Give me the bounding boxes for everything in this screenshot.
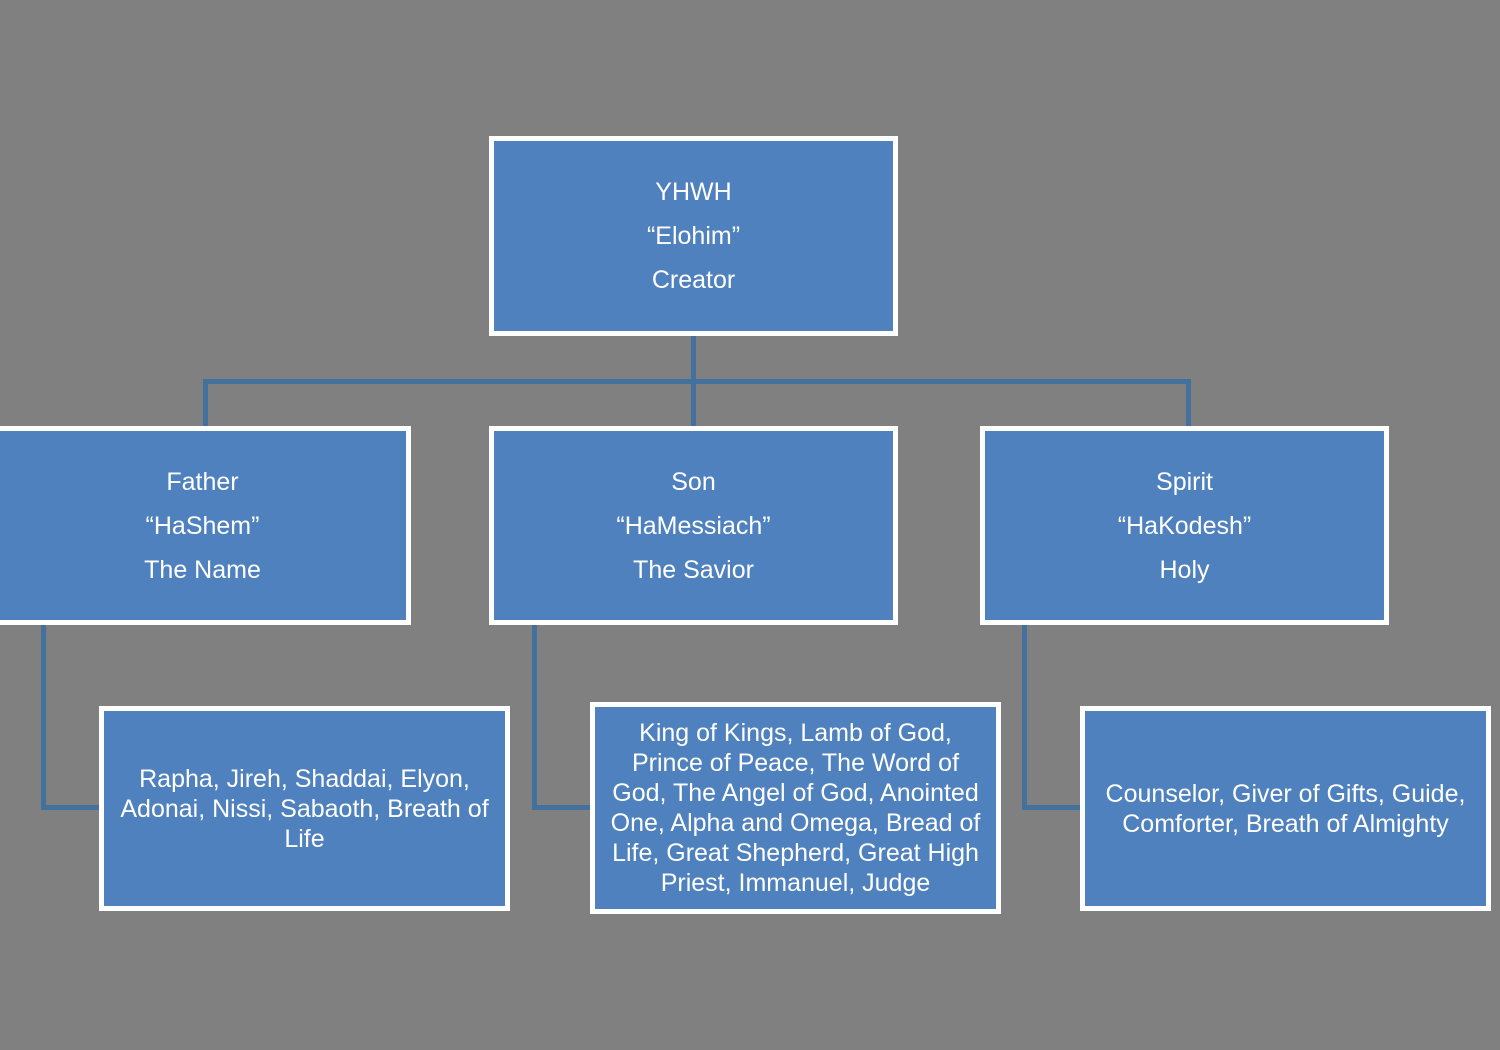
connector-spirit-names-across	[1022, 805, 1084, 810]
node-son-names-text: King of Kings, Lamb of God, Prince of Pe…	[610, 719, 981, 897]
connector-drop-father	[203, 379, 208, 426]
node-spirit-names-text: Counselor, Giver of Gifts, Guide, Comfor…	[1105, 779, 1466, 838]
node-father-names-text: Rapha, Jireh, Shaddai, Elyon, Adonai, Ni…	[120, 764, 489, 853]
node-father-line-3: The Name	[144, 555, 261, 584]
connector-root-bus	[203, 379, 1191, 384]
node-spirit-names: Counselor, Giver of Gifts, Guide, Comfor…	[1080, 706, 1491, 911]
node-yhwh: YHWH “Elohim” Creator	[489, 136, 898, 336]
node-son-names: King of Kings, Lamb of God, Prince of Pe…	[590, 702, 1001, 914]
node-yhwh-line-1: YHWH	[655, 178, 732, 206]
node-father-line-1: Father	[166, 467, 239, 496]
connector-spirit-names-down	[1022, 625, 1027, 810]
node-spirit-line-1: Spirit	[1156, 467, 1213, 496]
node-yhwh-line-2: “Elohim”	[646, 222, 741, 250]
connector-drop-spirit	[1186, 379, 1191, 426]
node-spirit-line-2: “HaKodesh”	[1117, 511, 1252, 540]
connector-father-names-across	[41, 805, 103, 810]
node-son-line-3: The Savior	[633, 555, 754, 584]
connector-son-names-down	[532, 625, 537, 810]
connector-root-stem	[691, 336, 696, 384]
node-father-names: Rapha, Jireh, Shaddai, Elyon, Adonai, Ni…	[99, 706, 510, 911]
node-son-line-2: “HaMessiach”	[616, 511, 771, 540]
node-son: Son “HaMessiach” The Savior	[489, 426, 898, 625]
node-son-line-1: Son	[671, 467, 716, 496]
node-yhwh-line-3: Creator	[651, 266, 736, 294]
connector-son-names-across	[532, 805, 594, 810]
node-spirit-line-3: Holy	[1159, 555, 1210, 584]
node-spirit: Spirit “HaKodesh” Holy	[980, 426, 1389, 625]
connector-father-names-down	[41, 625, 46, 810]
node-father-line-2: “HaShem”	[145, 511, 260, 540]
node-father: Father “HaShem” The Name	[0, 426, 411, 625]
connector-drop-son	[691, 379, 696, 426]
